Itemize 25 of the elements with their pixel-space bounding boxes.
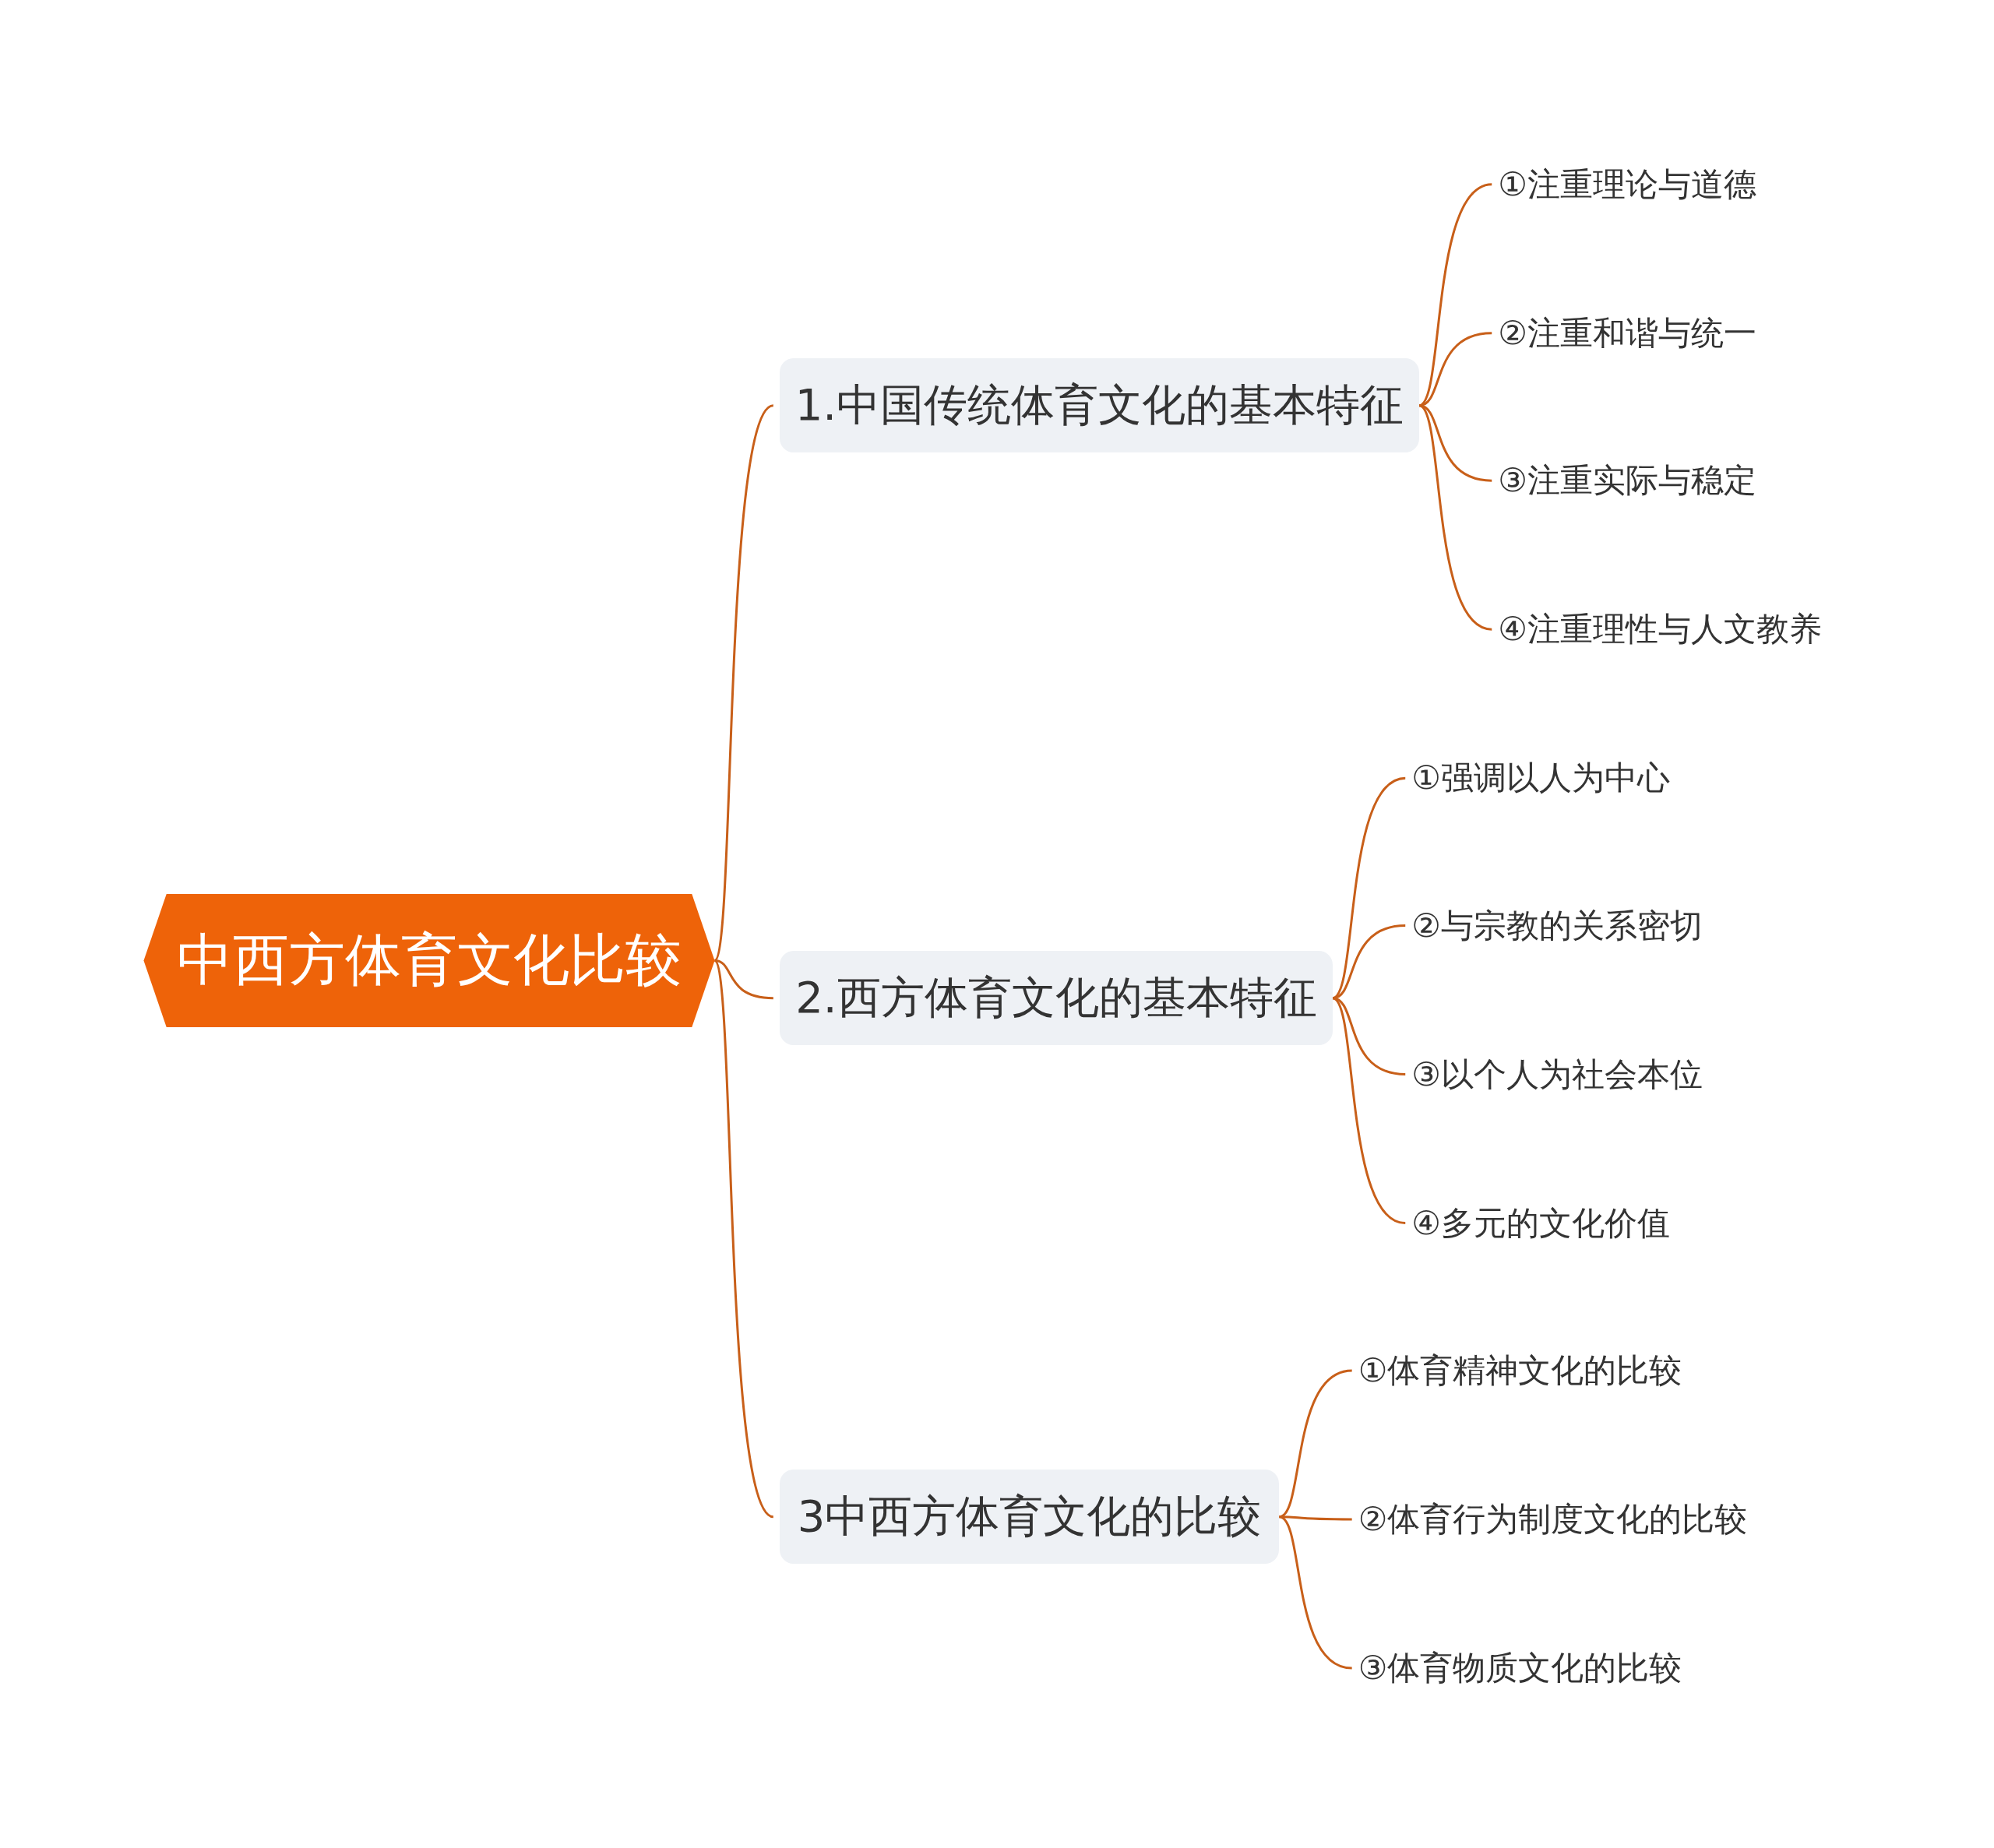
subtopic-text: ②与宗教的关系密切 [1411,903,1703,948]
subtopic-text: ①体育精神文化的比较 [1358,1349,1682,1392]
connector-line [713,404,774,962]
subtopic-text: ②注重和谐与统一 [1498,311,1756,355]
subtopic-text: ①强调以人为中心 [1411,756,1670,801]
connector-line [1278,1515,1352,1670]
topic-box: 3中西方体育文化的比较 [779,1470,1280,1565]
subtopic-text: ④多元的文化价值 [1411,1201,1670,1245]
subtopic-text: ③体育物质文化的比较 [1358,1646,1682,1691]
subtopic-text: ①注重理论与道德 [1498,162,1756,206]
subtopic-text: ③以个人为社会本位 [1411,1052,1703,1096]
topic-box: 2.西方体育文化的基本特征 [779,951,1333,1046]
connector-line [1418,404,1492,631]
connector-line [714,959,773,1000]
connector-line [1332,776,1406,999]
subtopic-text: ②体育行为制度文化的比较 [1358,1498,1748,1541]
connector-line [1332,997,1406,1225]
connector-line [713,959,774,1518]
subtopic-text: ③注重实际与稳定 [1498,459,1756,503]
central-topic-box: 中西方体育文化比较 [143,893,715,1028]
subtopic-text: ④注重理性与人文教养 [1498,607,1822,652]
connector-line [1418,332,1492,407]
connector-line [1418,183,1492,407]
topic-box: 1.中国传统体育文化的基本特征 [779,358,1420,453]
connector-line [1279,1515,1352,1521]
